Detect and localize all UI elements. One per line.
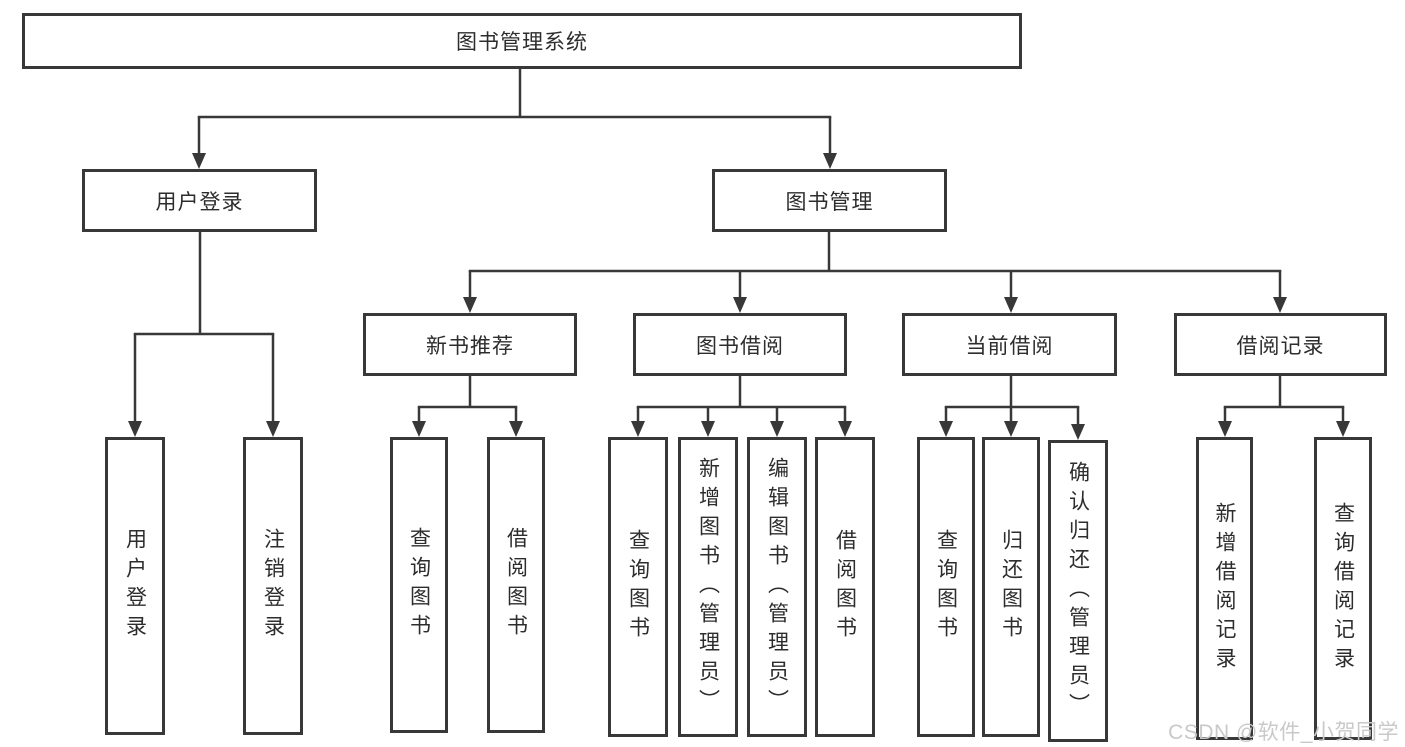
leaf-label: 归还图书 bbox=[999, 529, 1023, 645]
leaf-label: 新增借阅记录 bbox=[1213, 501, 1236, 676]
node-book-management: 图书管理 bbox=[712, 169, 947, 232]
leaf-label: 新增图书（管理员） bbox=[696, 456, 720, 718]
leaf-logout: 注销登录 bbox=[243, 437, 303, 735]
node-new-book-recommend: 新书推荐 bbox=[363, 313, 577, 376]
node-book-borrow: 图书借阅 bbox=[633, 313, 847, 376]
leaf-label: 查询图书 bbox=[934, 529, 958, 645]
leaf-return-book: 归还图书 bbox=[982, 437, 1040, 737]
leaf-query-book-2: 查询图书 bbox=[608, 437, 668, 737]
leaf-borrow-book-2: 借阅图书 bbox=[815, 437, 875, 737]
node-user-login: 用户登录 bbox=[82, 169, 317, 232]
leaf-label: 借阅图书 bbox=[504, 527, 528, 643]
leaf-label: 用户登录 bbox=[123, 528, 147, 644]
leaf-add-book-admin: 新增图书（管理员） bbox=[678, 437, 738, 737]
leaf-query-book-1: 查询图书 bbox=[390, 437, 448, 733]
leaf-borrow-book-1: 借阅图书 bbox=[487, 437, 545, 733]
node-current-borrow: 当前借阅 bbox=[902, 313, 1117, 376]
leaf-label: 编辑图书（管理员） bbox=[765, 456, 789, 718]
watermark: CSDN @软件_小贺同学 bbox=[1168, 721, 1399, 744]
leaf-add-borrow-record: 新增借阅记录 bbox=[1196, 437, 1253, 740]
leaf-user-login: 用户登录 bbox=[105, 437, 165, 735]
leaf-confirm-return-admin: 确认归还（管理员） bbox=[1048, 440, 1108, 742]
leaf-label: 查询借阅记录 bbox=[1331, 501, 1355, 676]
leaf-label: 注销登录 bbox=[261, 528, 285, 644]
leaf-query-book-3: 查询图书 bbox=[917, 437, 975, 737]
leaf-label: 借阅图书 bbox=[833, 529, 857, 645]
leaf-label: 查询图书 bbox=[407, 527, 431, 643]
node-borrow-record: 借阅记录 bbox=[1174, 313, 1387, 376]
leaf-label: 查询图书 bbox=[626, 529, 650, 645]
leaf-label: 确认归还（管理员） bbox=[1066, 460, 1090, 722]
node-root: 图书管理系统 bbox=[22, 13, 1022, 69]
leaf-edit-book-admin: 编辑图书（管理员） bbox=[747, 437, 807, 737]
leaf-query-borrow-record: 查询借阅记录 bbox=[1314, 437, 1372, 740]
